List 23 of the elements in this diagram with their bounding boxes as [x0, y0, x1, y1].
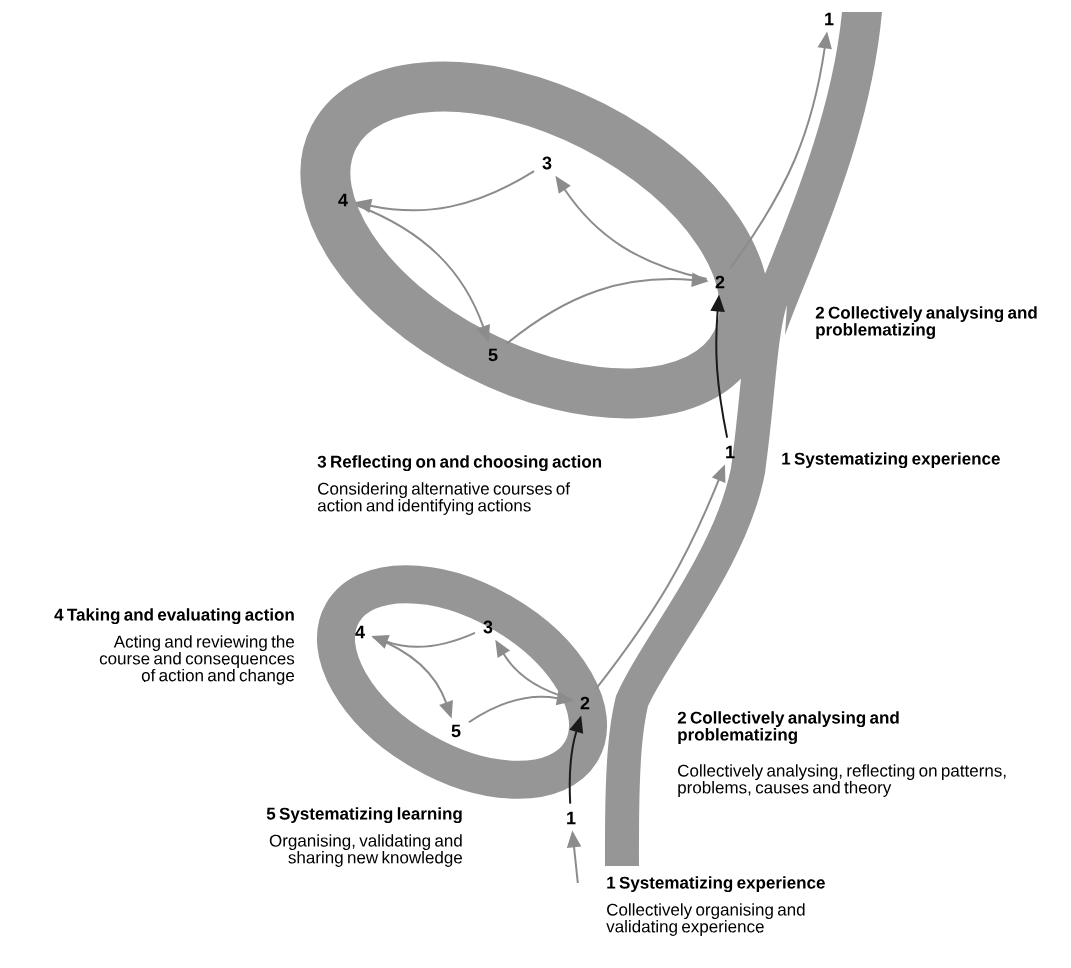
- step-number: 5: [451, 724, 461, 738]
- step-description: Organising, validating and sharing new knowledge: [269, 834, 462, 867]
- step-number: 3: [542, 156, 552, 170]
- step-description: Acting and reviewing the course and consequences of action and change: [99, 635, 295, 685]
- step-description: Considering alternative courses of action and identifying actions: [317, 482, 571, 515]
- step-number: 1: [567, 811, 576, 825]
- step-heading: 1 Systematizing experience: [782, 452, 1000, 469]
- step-number: 4: [338, 193, 348, 207]
- step-number: 1: [726, 445, 735, 459]
- step-heading: 4 Taking and evaluating action: [54, 608, 294, 625]
- step-description: Collectively analysing, reflecting on patterns, problems, causes and theory: [678, 764, 1006, 797]
- step-number: 5: [488, 348, 498, 362]
- step-heading: 2 Collectively analysing and problematizing: [815, 306, 1037, 340]
- step-description: Collectively organising and validating experience: [606, 903, 805, 936]
- step-heading: 5 Systematizing learning: [266, 807, 462, 824]
- step-number: 2: [715, 275, 725, 289]
- step-heading: 1 Systematizing experience: [607, 876, 825, 893]
- step-number: 3: [483, 620, 493, 634]
- step-number: 2: [580, 696, 590, 710]
- step-heading: 3 Reflecting on and choosing action: [317, 455, 602, 472]
- step-heading: 2 Collectively analysing and problematizing: [677, 711, 899, 745]
- step-number: 1: [825, 12, 834, 26]
- step-number: 4: [355, 625, 365, 639]
